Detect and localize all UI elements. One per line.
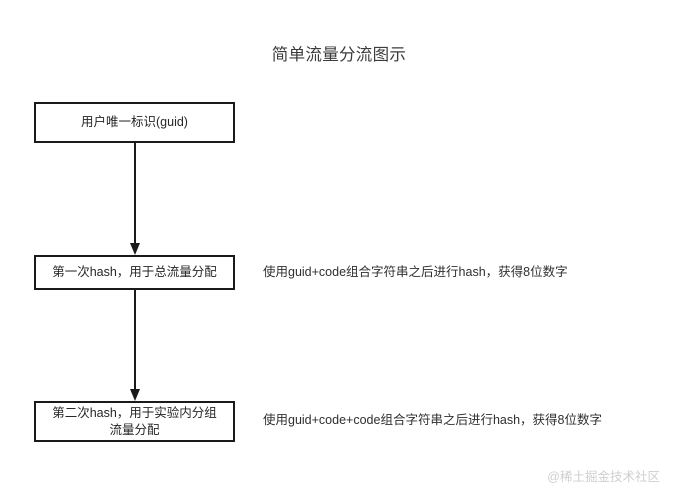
flow-node-guid-label: 用户唯一标识(guid) <box>81 115 188 129</box>
watermark: @稀土掘金技术社区 <box>547 470 660 484</box>
flow-node-hash2[interactable]: 第二次hash，用于实验内分组 流量分配 <box>34 401 235 442</box>
annotation-hash2: 使用guid+code+code组合字符串之后进行hash，获得8位数字 <box>263 413 603 427</box>
flow-arrow-guid-to-hash1 <box>130 143 140 255</box>
flow-node-guid[interactable]: 用户唯一标识(guid) <box>34 102 235 143</box>
arrow-shaft <box>134 143 137 244</box>
annotation-hash1: 使用guid+code组合字符串之后进行hash，获得8位数字 <box>263 265 568 279</box>
flow-node-hash2-label: 第二次hash，用于实验内分组 流量分配 <box>52 405 217 437</box>
flow-arrow-hash1-to-hash2 <box>130 290 140 401</box>
arrow-shaft <box>134 290 137 390</box>
arrow-head-down-icon <box>130 389 140 401</box>
arrow-head-down-icon <box>130 243 140 255</box>
page-title: 简单流量分流图示 <box>271 46 407 64</box>
flow-node-hash1[interactable]: 第一次hash，用于总流量分配 <box>34 255 235 290</box>
flow-node-hash1-label: 第一次hash，用于总流量分配 <box>52 265 217 279</box>
